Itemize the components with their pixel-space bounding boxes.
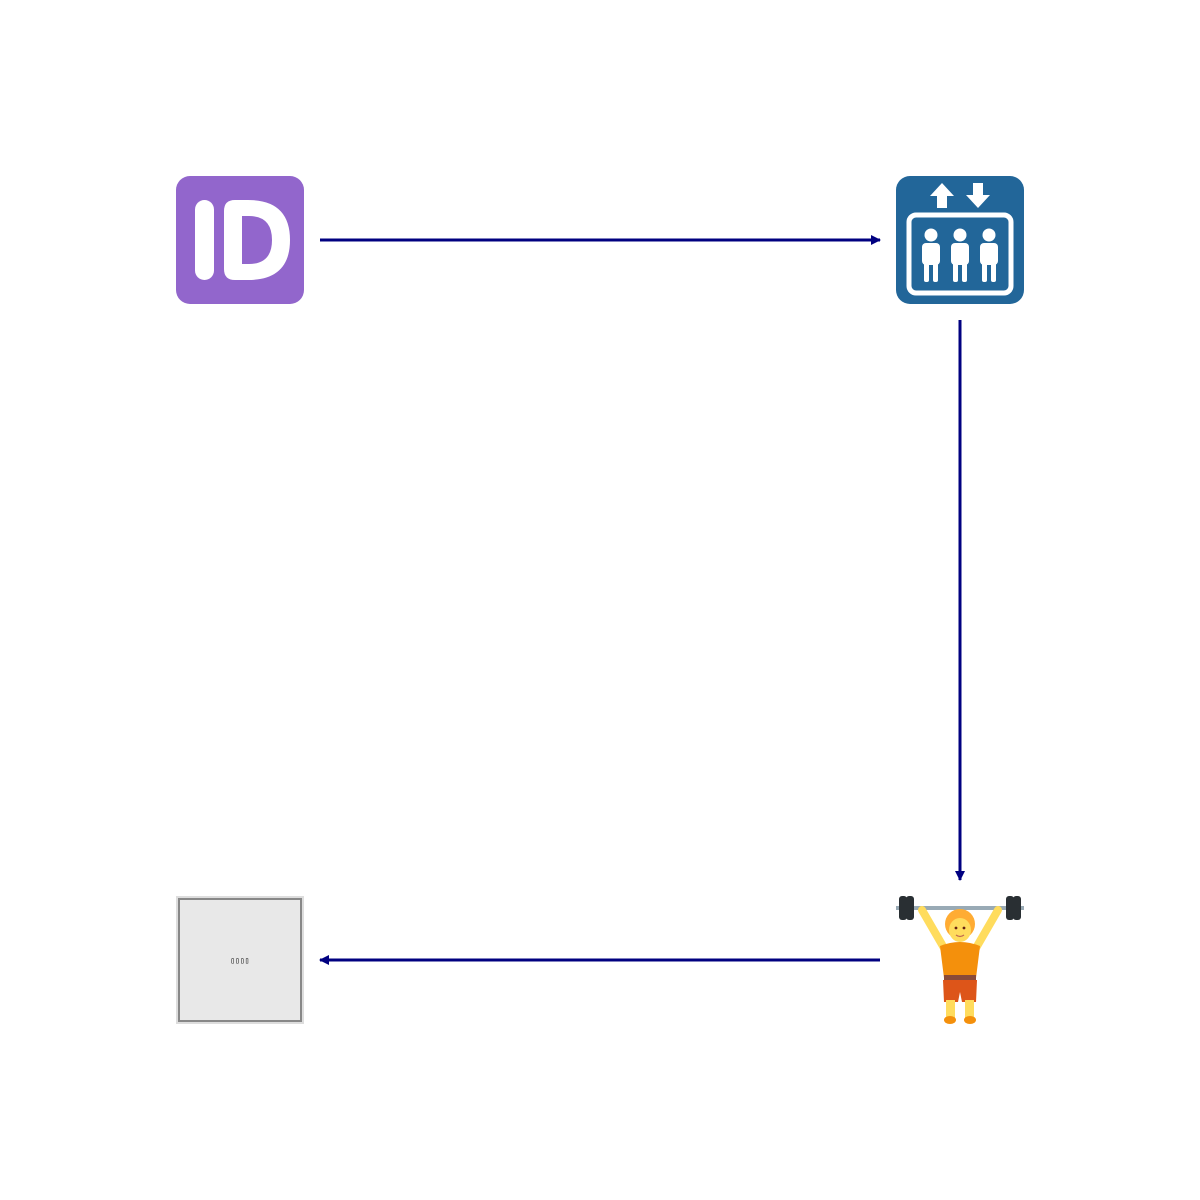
person-lifting-weights-icon [896, 896, 1024, 1024]
missing-glyph-placeholder-icon: ▯▯▯▯ [176, 896, 304, 1024]
elevator-icon [896, 176, 1024, 304]
id-button-icon [176, 176, 304, 304]
placeholder-label: ▯▯▯▯ [230, 956, 249, 965]
